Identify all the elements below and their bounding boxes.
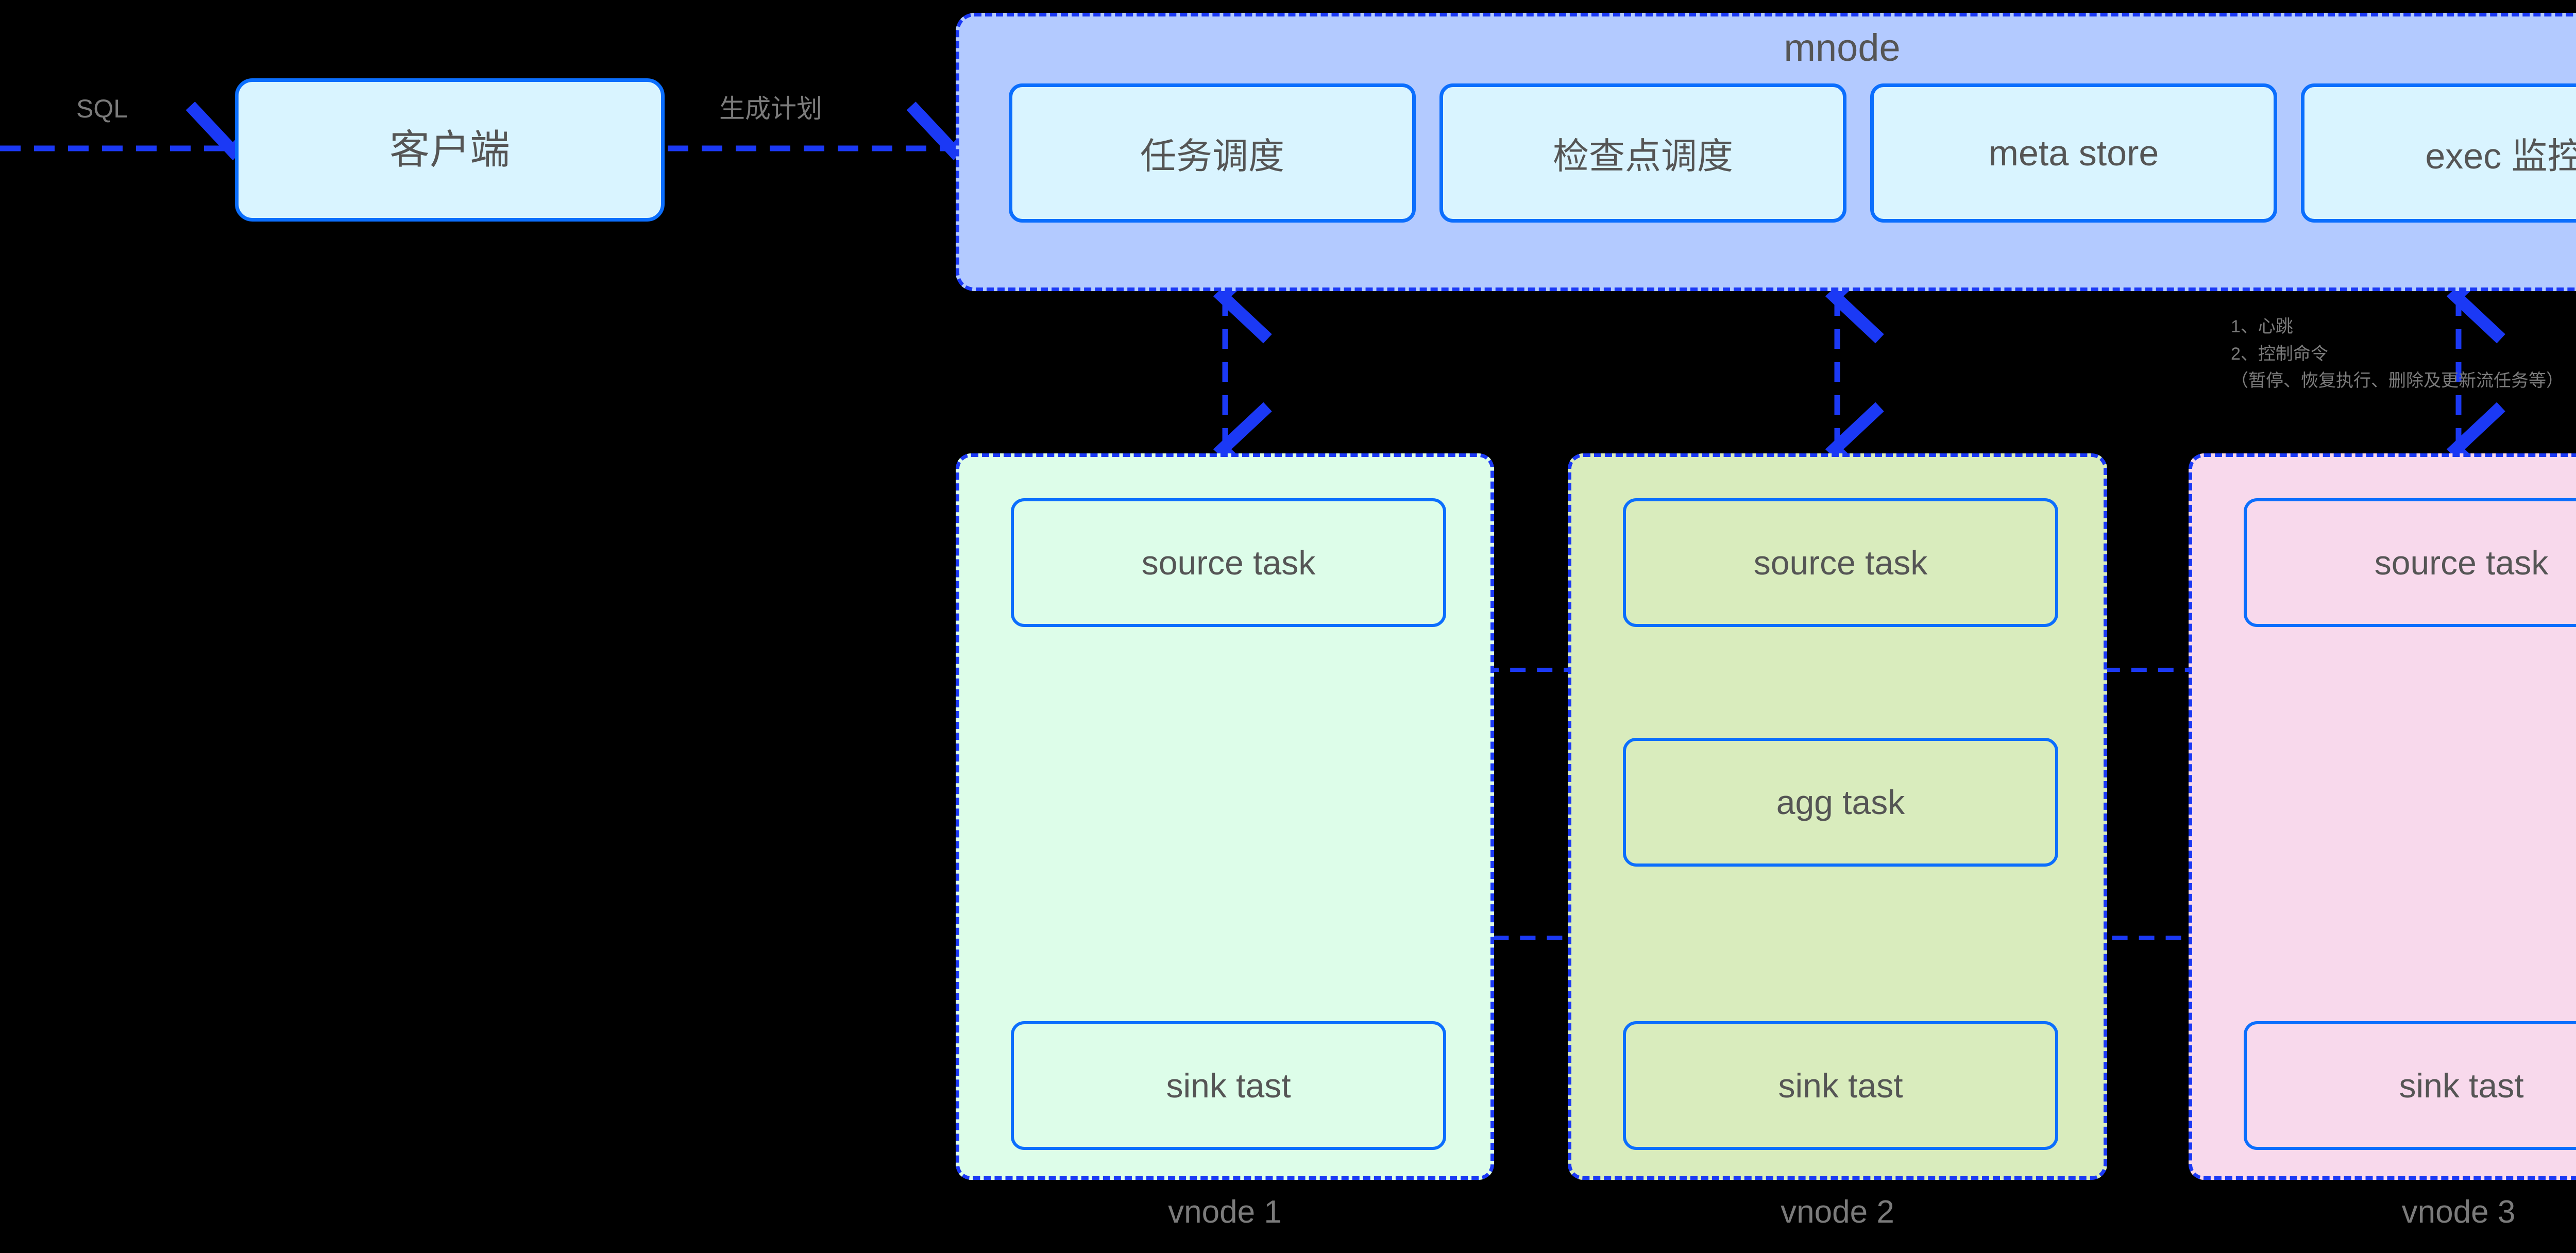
vnode-1-label: vnode 1 [1168, 1194, 1282, 1230]
mnode-item-label: meta store [1988, 133, 2159, 173]
task-label: source task [2374, 544, 2549, 582]
mnode-item-task-scheduler[interactable]: 任务调度 [1009, 83, 1416, 223]
vnode-3-container: source task sink tast [2189, 453, 2576, 1180]
vnode-2-container: source task agg task sink tast [1568, 453, 2107, 1180]
vnode-3-sink-task[interactable]: sink tast [2244, 1021, 2576, 1150]
edge-label-sql: SQL [76, 94, 128, 123]
task-label: source task [1141, 544, 1316, 582]
mnode-item-checkpoint-scheduler[interactable]: 检查点调度 [1439, 83, 1846, 223]
vnode-3-source-task[interactable]: source task [2244, 498, 2576, 627]
control-note-line-2: 2、控制命令 [2231, 344, 2328, 364]
mnode-item-meta-store[interactable]: meta store [1870, 83, 2277, 223]
control-note-line-1: 1、心跳 [2231, 317, 2293, 336]
vnode-2-label: vnode 2 [1781, 1194, 1894, 1230]
task-label: sink tast [2399, 1066, 2524, 1105]
vnode-2-sink-task[interactable]: sink tast [1623, 1021, 2058, 1150]
mnode-item-label: 检查点调度 [1553, 136, 1733, 176]
vnode-2-agg-task[interactable]: agg task [1623, 738, 2058, 867]
task-label: sink tast [1166, 1066, 1291, 1105]
vnode-1-source-task[interactable]: source task [1011, 498, 1446, 627]
client-label: 客户端 [389, 127, 510, 173]
vnode-1-container: source task sink tast [956, 453, 1494, 1180]
client-node[interactable]: 客户端 [235, 78, 665, 222]
mnode-title: mnode [1784, 26, 1901, 69]
vnode-3-label: vnode 3 [2401, 1194, 2516, 1230]
task-label: agg task [1776, 783, 1905, 821]
mnode-item-exec-monitor[interactable]: exec 监控 [2301, 83, 2576, 223]
vnode-1-sink-task[interactable]: sink tast [1011, 1021, 1446, 1150]
control-note-line-3: （暂停、恢复执行、删除及更新流任务等） [2231, 371, 2564, 391]
mnode-container: mnode 任务调度 检查点调度 meta store exec 监控 [956, 13, 2576, 291]
mnode-item-label: exec 监控 [2425, 136, 2576, 176]
mnode-item-label: 任务调度 [1140, 136, 1284, 176]
task-label: source task [1753, 544, 1928, 582]
control-note: 1、心跳 2、控制命令 （暂停、恢复执行、删除及更新流任务等） [2231, 313, 2564, 395]
vnode-2-source-task[interactable]: source task [1623, 498, 2058, 627]
task-label: sink tast [1778, 1066, 1903, 1105]
edge-label-plan: 生成计划 [719, 94, 822, 123]
